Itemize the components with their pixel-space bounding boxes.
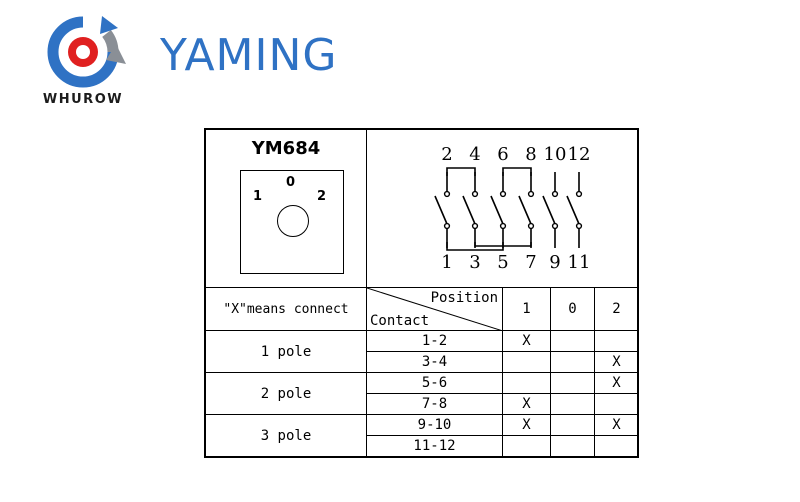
- mark-cell: [503, 436, 551, 456]
- position-col-1: 1: [503, 288, 551, 331]
- position-col-0: 0: [551, 288, 595, 331]
- mark-cell: [595, 331, 639, 352]
- contact-cell: 5-6: [367, 373, 503, 394]
- mark-cell: [595, 436, 639, 456]
- terminal-top: 8: [525, 144, 537, 165]
- mark-cell: [551, 415, 595, 436]
- terminal-bottom: 9: [549, 252, 561, 273]
- legend-cell: "X"means connect: [206, 288, 367, 331]
- mark-cell: [503, 373, 551, 394]
- position-col-2: 2: [595, 288, 639, 331]
- terminal-bottom: 5: [497, 252, 509, 273]
- dial-knob-icon: [277, 205, 309, 237]
- terminal-bottom: 1: [441, 252, 453, 273]
- brand-name: YAMING: [160, 30, 338, 81]
- contact-blades: [434, 195, 580, 225]
- dial-position-2: 2: [317, 189, 327, 204]
- contact-cell: 9-10: [367, 415, 503, 436]
- contact-cell: 1-2: [367, 331, 503, 352]
- terminal-top: 4: [469, 144, 481, 165]
- mark-cell: X: [595, 373, 639, 394]
- contact-cell: 7-8: [367, 394, 503, 415]
- mark-cell: [551, 331, 595, 352]
- contact-header: Contact: [370, 313, 430, 329]
- position-contact-header: Position Contact: [367, 288, 503, 331]
- mark-cell: [551, 394, 595, 415]
- terminal-bottom: 7: [525, 252, 537, 273]
- logo-arrows-icon: [47, 16, 126, 88]
- header-diagonal: [367, 288, 503, 331]
- dial-position-0: 0: [286, 175, 296, 190]
- bridge-6-8: [502, 167, 532, 176]
- company-logo: WHUROW: [28, 14, 138, 110]
- position-header: Position: [430, 290, 498, 306]
- top-terminal-leads: [446, 172, 580, 194]
- bridge-3-7: [474, 242, 532, 247]
- dial-position-1: 1: [253, 189, 263, 204]
- terminal-top: 10: [543, 144, 567, 165]
- mark-cell: [595, 394, 639, 415]
- mark-cell: X: [503, 415, 551, 436]
- mark-cell: X: [595, 352, 639, 373]
- terminal-bottom: 11: [567, 252, 591, 273]
- bridge-2-4: [446, 167, 476, 176]
- spec-sheet: YM684 1 0 2: [204, 128, 639, 458]
- mark-cell: [503, 352, 551, 373]
- bottom-terminal-leads: [446, 226, 580, 248]
- mark-cell: [551, 436, 595, 456]
- mark-cell: [551, 373, 595, 394]
- contact-cell: 11-12: [367, 436, 503, 456]
- terminal-top: 12: [567, 144, 591, 165]
- group-label: 2 pole: [206, 373, 367, 415]
- contact-cell: 3-4: [367, 352, 503, 373]
- model-title: YM684: [251, 138, 321, 159]
- logo-caption: WHUROW: [42, 92, 124, 107]
- mark-cell: X: [503, 331, 551, 352]
- terminal-top: 2: [441, 144, 453, 165]
- terminal-bottom: 3: [469, 252, 481, 273]
- terminal-top: 6: [497, 144, 509, 165]
- model-panel: [206, 130, 367, 288]
- mark-cell: [551, 352, 595, 373]
- mark-cell: X: [595, 415, 639, 436]
- wiring-diagram-svg: [434, 167, 583, 251]
- wiring-diagram: 2 4 6 8 10 12 1 3 5 7 9 11: [367, 130, 639, 288]
- group-label: 3 pole: [206, 415, 367, 456]
- group-label: 1 pole: [206, 331, 367, 373]
- mark-cell: X: [503, 394, 551, 415]
- dial-plate: 1 0 2: [240, 170, 344, 274]
- wiring-panel: [367, 130, 639, 288]
